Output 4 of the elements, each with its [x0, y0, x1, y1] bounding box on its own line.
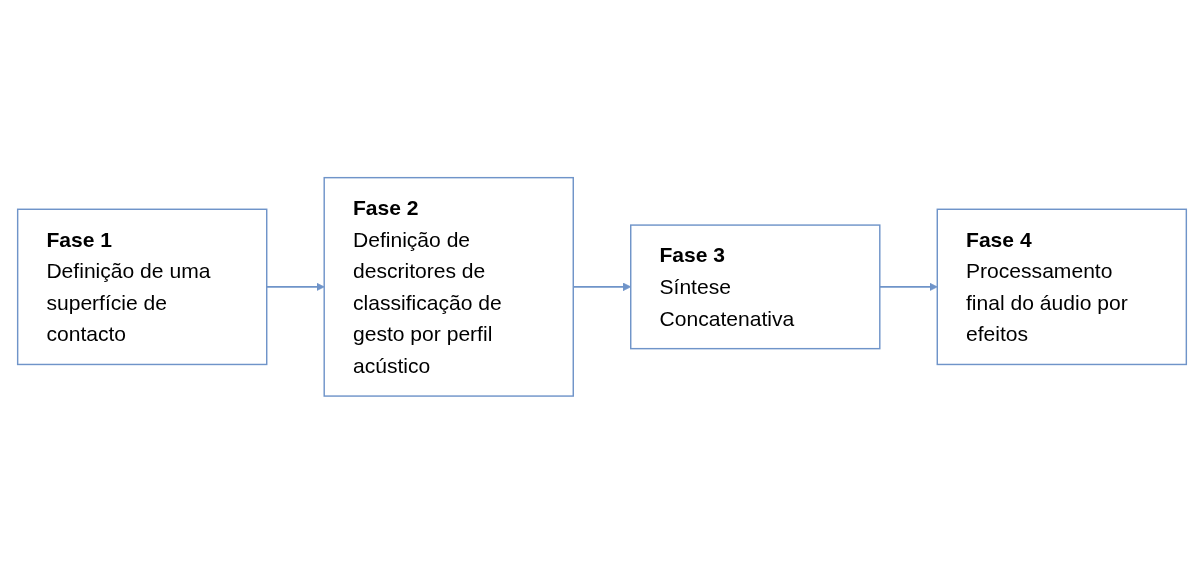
- node-box: Fase 1 Definição de uma superfície de contacto: [16, 208, 268, 365]
- node-box: Fase 2 Definição de descritores de classificação de gesto por perfil acústico: [323, 176, 574, 397]
- node-box: Fase 4 Processamento final do áudio por efeitos: [936, 208, 1188, 365]
- node-box: Fase 3 Síntese Concatenativa: [630, 224, 881, 349]
